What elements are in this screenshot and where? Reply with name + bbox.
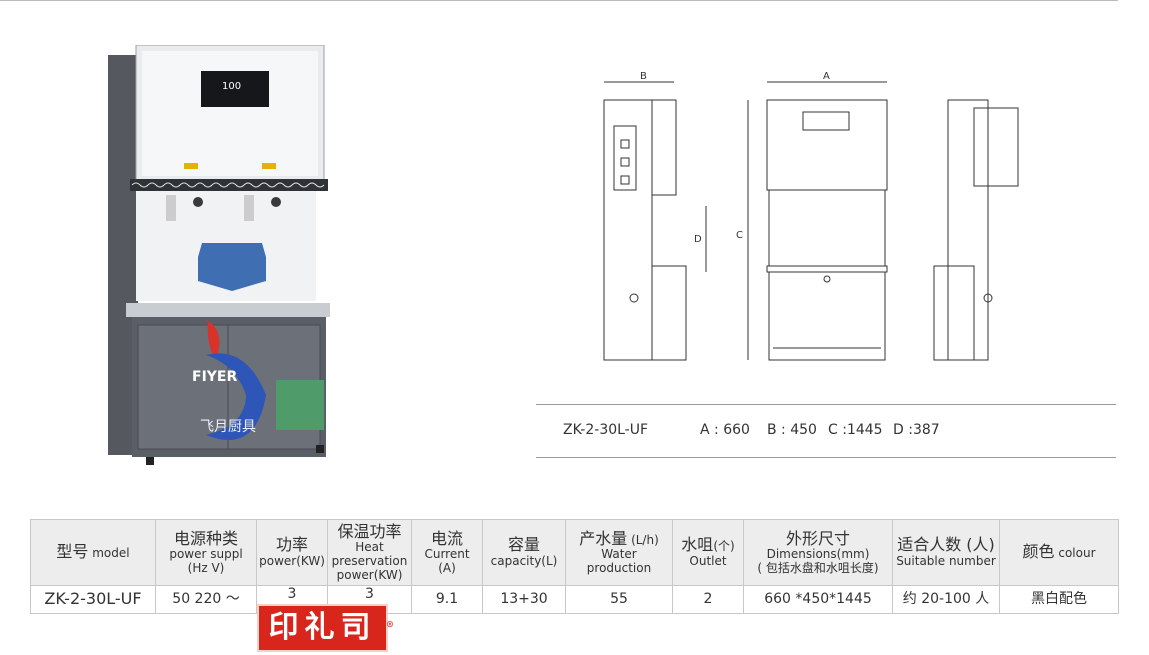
cell-colour: 黑白配色 <box>999 585 1119 614</box>
spec-c: C :1445 <box>828 422 883 438</box>
spec-d: D :387 <box>893 422 940 438</box>
cell-model: ZK-2-30L-UF <box>30 585 156 614</box>
header-suitable-number: 适合人数 (人)Suitable number <box>892 519 1000 586</box>
header-model: 型号 model <box>30 519 156 586</box>
spec-model: ZK-2-30L-UF <box>563 422 649 438</box>
cell-suitable-number: 约 20-100 人 <box>892 585 1000 614</box>
cell-power-supply: 50 220 ～ <box>155 585 257 614</box>
cell-outlet: 2 <box>672 585 744 614</box>
brand-logo-cn: 飞月厨具 <box>200 419 256 435</box>
product-photo: 100 FIYER 飞月厨具 <box>106 44 331 467</box>
dimension-a-label: A <box>823 71 830 82</box>
cell-water-production: 55 <box>565 585 673 614</box>
spec-divider-top <box>536 404 1116 405</box>
side-view-right <box>933 99 1019 361</box>
spec-a: A : 660 <box>700 422 750 438</box>
header-colour: 颜色 colour <box>999 519 1119 586</box>
spec-b: B : 450 <box>767 422 817 438</box>
technical-drawings: B A C D <box>590 60 1040 370</box>
front-view <box>747 81 888 361</box>
side-view-left <box>603 81 707 361</box>
display-reading: 100 <box>222 81 241 92</box>
table-row: ZK-2-30L-UF 50 220 ～ 3 3 9.1 13+30 55 2 … <box>30 585 1119 614</box>
cell-capacity: 13+30 <box>482 585 566 614</box>
top-divider <box>0 0 1118 1</box>
cell-dimensions: 660 *450*1445 <box>743 585 893 614</box>
watermark-stamp: 印礼司® <box>257 604 394 652</box>
cell-current: 9.1 <box>411 585 483 614</box>
header-water-production: 产水量 (L/h)Water production <box>565 519 673 586</box>
dimension-b-label: B <box>640 71 647 82</box>
dimension-d-label: D <box>694 234 702 245</box>
dimension-c-label: C <box>736 230 743 241</box>
brand-logo-en: FIYER <box>192 369 237 385</box>
spec-divider-bottom <box>536 457 1116 458</box>
header-outlet: 水咀(个)Outlet <box>672 519 744 586</box>
